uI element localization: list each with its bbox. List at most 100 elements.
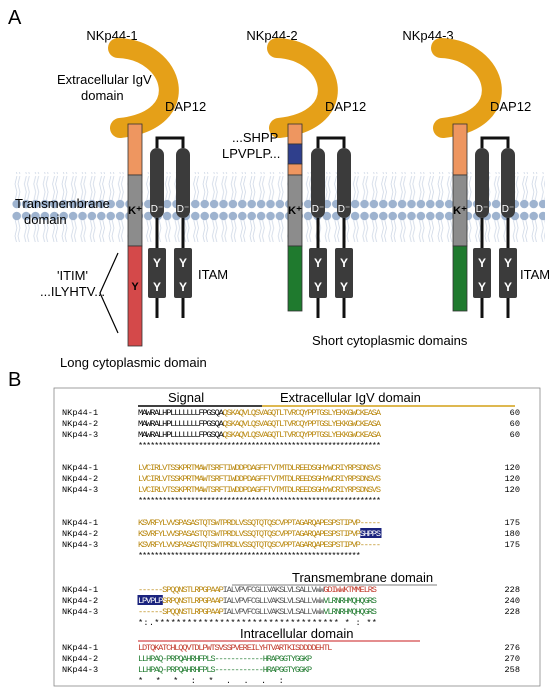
k-plus-label-1: K⁺ [128, 205, 142, 217]
alignment-row-end: 228 [505, 585, 520, 595]
shpp-insert [287, 143, 303, 165]
igv-domain-header: Extracellular IgV domain [280, 390, 421, 405]
alignment-consensus: ****************************************… [138, 551, 361, 561]
alignment-sequence: KSVRFYLVVSPASASTQTSWTPRDLVSSQTQTQSCVPPTA… [138, 529, 381, 539]
itam-y-2b-top: Y [340, 256, 348, 270]
itam-y-2a-top: Y [314, 256, 322, 270]
alignment-row-end: 276 [505, 643, 520, 653]
receptor-nkp44-2: K⁺ [267, 38, 338, 312]
shpp-highlight [360, 528, 382, 538]
dap12-disulfide-1 [155, 136, 185, 148]
dap12-label-2: DAP12 [325, 99, 366, 114]
dap12-disulfide-3 [480, 136, 510, 148]
alignment-sequence: ------SPQQNSTLRPGPAAPIALVPVFCGLLVAKSLVLS… [138, 585, 377, 595]
alignment-row-name: NKp44-3 [62, 540, 98, 550]
igv-domain-3 [431, 38, 502, 138]
alignment-sequence: LLHPAQ-PRPQAHRHFPLS------------HRAPGGTYG… [138, 654, 312, 664]
d-minus-2b: D⁻ [338, 204, 351, 215]
panel-b-label: B [8, 369, 21, 391]
alignment-row-name: NKp44-2 [62, 474, 98, 484]
d-minus-1b: D⁻ [177, 204, 190, 215]
itam-y-3a-top: Y [478, 256, 486, 270]
dap12-label-1: DAP12 [165, 99, 206, 114]
itam-y-3a-bottom: Y [478, 280, 486, 294]
alignment-row-name: NKp44-1 [62, 643, 98, 653]
alignment-row-name: NKp44-1 [62, 408, 98, 418]
extracellular-label-line2: domain [81, 88, 124, 103]
itim-label: 'ITIM' [57, 268, 88, 283]
itam-y-3b-bottom: Y [504, 280, 512, 294]
alignment-consensus: *:.********************************** * … [138, 618, 377, 628]
itam-y-2a-bottom: Y [314, 280, 322, 294]
tm-domain-header: Transmembrane domain [292, 570, 433, 585]
d-minus-3b: D⁻ [502, 204, 515, 215]
itam-y-1a-top: Y [153, 256, 161, 270]
alignment-row-name: NKp44-2 [62, 529, 98, 539]
tyrosine-y-itim: Y [131, 281, 139, 293]
alignment-row-end: 120 [505, 485, 520, 495]
alignment-row-end: 175 [505, 518, 520, 528]
alignment-box [53, 387, 541, 687]
alignment-sequence: KSVRFYLVVSPASASTQTSWTPRDLVSSQTQTQSCVPPTA… [138, 518, 381, 528]
d-minus-1a: D⁻ [151, 204, 164, 215]
itam-box-2a [309, 248, 327, 298]
alignment-consensus: ****************************************… [138, 441, 381, 451]
dap12-label-3: DAP12 [490, 99, 531, 114]
alignment-row-name: NKp44-1 [62, 585, 98, 595]
alignment-row-name: NKp44-3 [62, 430, 98, 440]
signal-header: Signal [168, 390, 204, 405]
alignment-row-end: 270 [505, 654, 520, 664]
alignment-sequence: ------SPQQNSTLRPGPAAPIALVPVFCGLLVAKSLVLS… [138, 607, 377, 617]
dap12-chain-2b [337, 148, 351, 218]
short-cytoplasmic-tail-3 [452, 245, 468, 312]
itam-label-1: ITAM [198, 267, 228, 282]
alignment-row-name: NKp44-2 [62, 596, 98, 606]
receptor-nkp44-1: K⁺ Y [99, 38, 179, 347]
alignment-row-name: NKp44-1 [62, 463, 98, 473]
dap12-dimer-1: DAP12 D⁻ D⁻ Y Y Y Y ITAM [148, 99, 228, 318]
alignment-row-name: NKp44-3 [62, 665, 98, 675]
alignment-sequence: LPVPLPSRPQNSTLRPGPAAPIALVPVFCGLLVAKSLVLS… [138, 596, 377, 606]
d-minus-2a: D⁻ [312, 204, 325, 215]
itam-box-3b [499, 248, 517, 298]
alignment-sequence: LVCIRLVTSSKPRTMAWTSRFTIWDDPDAGFFTVTMTDLR… [138, 463, 381, 473]
dap12-chain-3a [475, 148, 489, 218]
igv-domain-2 [267, 38, 338, 138]
panel-a-label: A [8, 7, 22, 29]
itam-box-3a [473, 248, 491, 298]
alignment-row-end: 180 [505, 529, 520, 539]
receptor-nkp44-3: K⁺ [431, 38, 502, 312]
dap12-chain-2a [311, 148, 325, 218]
lpvplp-highlight [137, 595, 163, 605]
itam-y-1a-bottom: Y [153, 280, 161, 294]
ic-domain-header: Intracellular domain [240, 626, 353, 641]
alignment-row-end: 258 [505, 665, 520, 675]
itim-motif-label: ...ILYHTV... [40, 284, 105, 299]
long-cytoplasmic-tail [127, 245, 143, 347]
alignment-row-name: NKp44-2 [62, 419, 98, 429]
alignment-sequence: MAWRALHPLLLLLLLFPGSQAQSKAQVLQSVAGQTLTVRC… [138, 408, 382, 418]
extracellular-label-line1: Extracellular IgV [57, 72, 152, 87]
stalk-3 [452, 123, 468, 176]
stalk-2-lower [287, 163, 303, 176]
k-plus-label-3: K⁺ [453, 205, 467, 217]
long-cytoplasmic-label: Long cytoplasmic domain [60, 355, 207, 370]
alignment-row-end: 228 [505, 607, 520, 617]
alignment-row-end: 240 [505, 596, 520, 606]
itim-bracket [99, 252, 119, 334]
alignment-row-name: NKp44-3 [62, 607, 98, 617]
alignment-consensus: * * * : * . . . : [138, 676, 284, 686]
short-cytoplasmic-label: Short cytoplasmic domains [312, 333, 468, 348]
itam-y-1b-bottom: Y [179, 280, 187, 294]
itam-y-3b-top: Y [504, 256, 512, 270]
transmembrane-label-line1: Transmembrane [15, 196, 110, 211]
alignment-sequence: MAWRALHPLLLLLLLFPGSQAQSKAQVLQSVAGQTLTVRC… [138, 430, 382, 440]
shpp-label-line1: ...SHPP [232, 130, 278, 145]
alignment-sequence: MAWRALHPLLLLLLLFPGSQAQSKAQVLQSVAGQTLTVRC… [138, 419, 382, 429]
alignment-row-name: NKp44-1 [62, 518, 98, 528]
alignment-row-end: 60 [510, 419, 520, 429]
shpp-label-line2: LPVPLP... [222, 146, 280, 161]
transmembrane-label-line2: domain [24, 212, 67, 227]
